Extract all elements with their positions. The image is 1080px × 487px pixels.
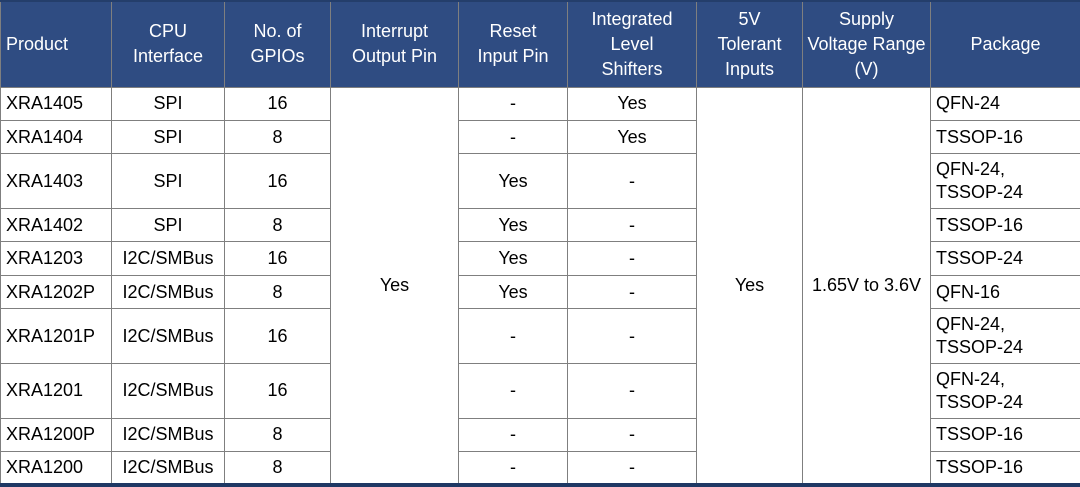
- cell-cpu-interface: SPI: [111, 207, 225, 243]
- cell-cpu-interface: I2C/SMBus: [111, 308, 225, 364]
- cell-product: XRA1203: [0, 241, 112, 276]
- cell-integrated-level-shifters: -: [567, 207, 697, 243]
- column-header-product: Product: [0, 0, 112, 88]
- cell-reset-input-pin: Yes: [458, 207, 568, 243]
- column-header-interrupt-output-pin: Interrupt Output Pin: [330, 0, 459, 88]
- cell-product: XRA1202P: [0, 274, 112, 310]
- cell-integrated-level-shifters: Yes: [567, 86, 697, 121]
- cell-cpu-interface: I2C/SMBus: [111, 450, 225, 486]
- cell-product: XRA1201: [0, 362, 112, 419]
- cell-reset-input-pin: Yes: [458, 153, 568, 209]
- cell-package: QFN-24, TSSOP-24: [930, 153, 1080, 209]
- column-header-supply-voltage-range: Supply Voltage Range (V): [802, 0, 931, 88]
- table-header: Product CPU Interface No. of GPIOs Inter…: [0, 0, 1080, 88]
- cell-cpu-interface: SPI: [111, 86, 225, 121]
- cell-no-of-gpios: 16: [224, 308, 331, 364]
- cell-reset-input-pin: -: [458, 86, 568, 121]
- column-header-cpu-interface: CPU Interface: [111, 0, 225, 88]
- cell-product: XRA1404: [0, 119, 112, 155]
- cell-package: TSSOP-24: [930, 241, 1080, 276]
- cell-integrated-level-shifters: -: [567, 241, 697, 276]
- cell-integrated-level-shifters: -: [567, 450, 697, 486]
- cell-interrupt-output-pin-merged: Yes: [330, 86, 459, 486]
- cell-product: XRA1402: [0, 207, 112, 243]
- cell-no-of-gpios: 16: [224, 86, 331, 121]
- cell-cpu-interface: SPI: [111, 119, 225, 155]
- cell-package: TSSOP-16: [930, 207, 1080, 243]
- cell-no-of-gpios: 8: [224, 274, 331, 310]
- cell-reset-input-pin: Yes: [458, 274, 568, 310]
- cell-package: TSSOP-16: [930, 417, 1080, 452]
- cell-reset-input-pin: -: [458, 362, 568, 419]
- cell-integrated-level-shifters: -: [567, 308, 697, 364]
- cell-no-of-gpios: 8: [224, 450, 331, 486]
- cell-product: XRA1200: [0, 450, 112, 486]
- cell-cpu-interface: I2C/SMBus: [111, 241, 225, 276]
- cell-integrated-level-shifters: -: [567, 153, 697, 209]
- cell-no-of-gpios: 8: [224, 207, 331, 243]
- cell-cpu-interface: I2C/SMBus: [111, 274, 225, 310]
- cell-no-of-gpios: 16: [224, 153, 331, 209]
- cell-package: QFN-24: [930, 86, 1080, 121]
- cell-reset-input-pin: -: [458, 450, 568, 486]
- cell-product: XRA1405: [0, 86, 112, 121]
- cell-integrated-level-shifters: -: [567, 274, 697, 310]
- column-header-integrated-level-shifters: Integrated Level Shifters: [567, 0, 697, 88]
- cell-reset-input-pin: -: [458, 119, 568, 155]
- cell-cpu-interface: I2C/SMBus: [111, 362, 225, 419]
- column-header-5v-tolerant-inputs: 5V Tolerant Inputs: [696, 0, 803, 88]
- cell-package: QFN-16: [930, 274, 1080, 310]
- cell-integrated-level-shifters: -: [567, 417, 697, 452]
- cell-no-of-gpios: 8: [224, 119, 331, 155]
- cell-product: XRA1201P: [0, 308, 112, 364]
- cell-package: TSSOP-16: [930, 450, 1080, 486]
- column-header-reset-input-pin: Reset Input Pin: [458, 0, 568, 88]
- cell-reset-input-pin: -: [458, 417, 568, 452]
- cell-package: QFN-24, TSSOP-24: [930, 308, 1080, 364]
- cell-reset-input-pin: Yes: [458, 241, 568, 276]
- cell-package: QFN-24, TSSOP-24: [930, 362, 1080, 419]
- cell-no-of-gpios: 16: [224, 241, 331, 276]
- cell-product: XRA1200P: [0, 417, 112, 452]
- column-header-package: Package: [930, 0, 1080, 88]
- cell-cpu-interface: SPI: [111, 153, 225, 209]
- cell-product: XRA1403: [0, 153, 112, 209]
- cell-no-of-gpios: 16: [224, 362, 331, 419]
- cell-integrated-level-shifters: Yes: [567, 119, 697, 155]
- cell-integrated-level-shifters: -: [567, 362, 697, 419]
- cell-package: TSSOP-16: [930, 119, 1080, 155]
- cell-reset-input-pin: -: [458, 308, 568, 364]
- cell-cpu-interface: I2C/SMBus: [111, 417, 225, 452]
- column-header-no-of-gpios: No. of GPIOs: [224, 0, 331, 88]
- cell-supply-voltage-range-merged: 1.65V to 3.6V: [802, 86, 931, 486]
- cell-no-of-gpios: 8: [224, 417, 331, 452]
- header-row: Product CPU Interface No. of GPIOs Inter…: [0, 0, 1080, 88]
- cell-5v-tolerant-inputs-merged: Yes: [696, 86, 803, 486]
